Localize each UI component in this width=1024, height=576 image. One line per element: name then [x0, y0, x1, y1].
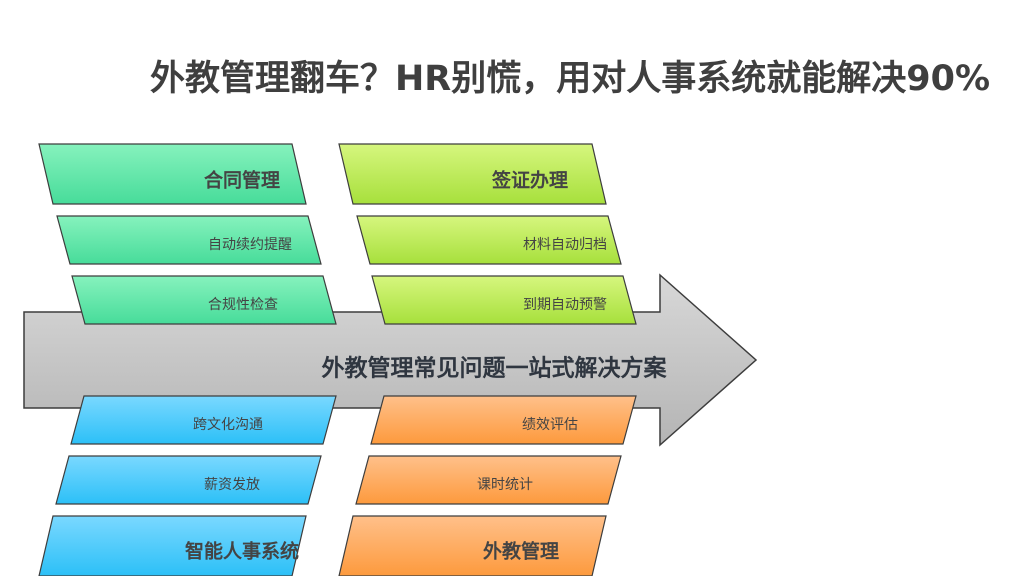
bottom-right-item-box-1 [370, 395, 637, 445]
bottom-right-head-box [338, 515, 607, 576]
bottom-right-item-label-2: 课时统计 [477, 477, 533, 493]
top-left-item-label-2: 合规性检查 [208, 297, 278, 313]
top-left-item-box-1 [56, 215, 322, 265]
top-left-head-box [38, 143, 307, 205]
bottom-right-item-box-2 [355, 455, 622, 505]
top-right-item-box-2 [371, 275, 637, 325]
bottom-left-head-label: 智能人事系统 [185, 540, 299, 563]
bottom-left-head-box [38, 515, 307, 576]
top-right-item-label-2: 到期自动预警 [523, 297, 607, 313]
bottom-left-item-label-2: 薪资发放 [204, 477, 260, 493]
bottom-left-item-label-1: 跨文化沟通 [193, 417, 263, 433]
top-left-head-label: 合同管理 [204, 169, 280, 192]
top-right-item-box-1 [356, 215, 622, 265]
bottom-left-item-box-1 [70, 395, 337, 445]
top-right-item-label-1: 材料自动归档 [523, 236, 607, 253]
bottom-right-head-label: 外教管理 [483, 540, 559, 563]
page-title: 外教管理翻车？HR别慌，用对人事系统就能解决90% [150, 59, 991, 99]
spine-label: 外教管理常见问题一站式解决方案 [322, 355, 668, 382]
top-right-head-label: 签证办理 [491, 169, 568, 192]
top-left-item-label-1: 自动续约提醒 [208, 236, 292, 253]
bottom-left-item-box-2 [55, 455, 322, 505]
top-right-head-box [338, 143, 607, 205]
bottom-right-item-label-1: 绩效评估 [522, 417, 578, 433]
top-left-item-box-2 [71, 275, 337, 325]
